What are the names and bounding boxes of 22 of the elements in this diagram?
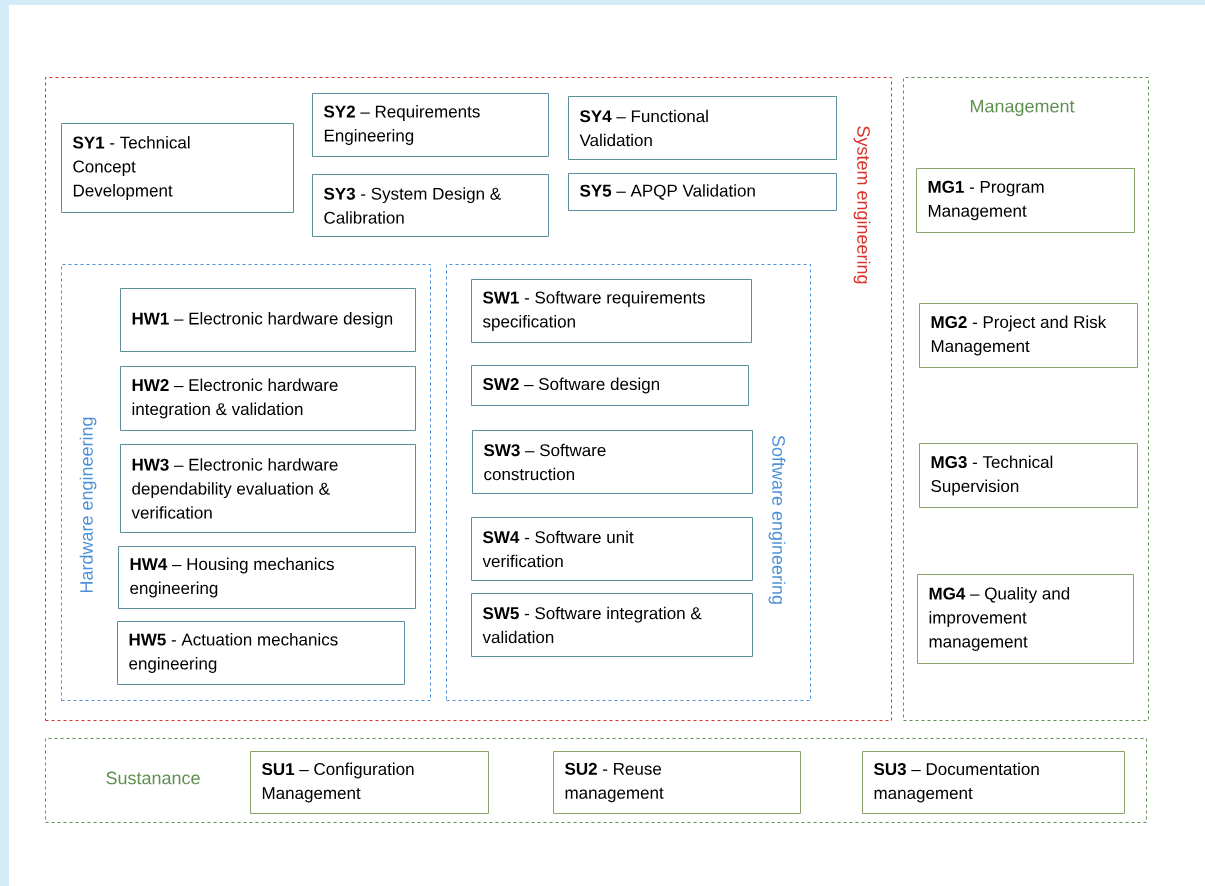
process-box: SY5 – APQP Validation <box>568 173 837 211</box>
process-box: SW5 - Software integration & validation <box>471 593 753 657</box>
process-box: MG2 - Project and Risk Management <box>919 303 1138 368</box>
process-box: HW2 – Electronic hardware integration & validation <box>120 366 416 431</box>
process-box: SW4 - Software unit verification <box>471 517 753 581</box>
process-box: HW3 – Electronic hardware dependability evaluation & verification <box>120 444 416 533</box>
process-box: HW5 - Actuation mechanics engineering <box>117 621 405 685</box>
process-box: MG3 - Technical Supervision <box>919 443 1138 508</box>
process-box: SW1 - Software requirements specification <box>471 279 752 343</box>
process-box: SU2 - Reuse management <box>553 751 801 814</box>
process-box: HW1 – Electronic hardware design <box>120 288 416 352</box>
process-box: HW4 – Housing mechanics engineering <box>118 546 416 609</box>
process-box: MG4 – Quality and improvement management <box>917 574 1134 664</box>
process-box: SY1 - Technical Concept Development <box>61 123 294 213</box>
process-box: SY4 – Functional Validation <box>568 96 837 160</box>
process-box: SW3 – Software construction <box>472 430 753 494</box>
process-box: SU1 – Configuration Management <box>250 751 489 814</box>
process-box: SY3 - System Design & Calibration <box>312 174 549 237</box>
process-box: SW2 – Software design <box>471 365 749 406</box>
process-box: MG1 - Program Management <box>916 168 1135 233</box>
process-box: SY2 – Requirements Engineering <box>312 93 549 157</box>
process-box: SU3 – Documentation management <box>862 751 1125 814</box>
